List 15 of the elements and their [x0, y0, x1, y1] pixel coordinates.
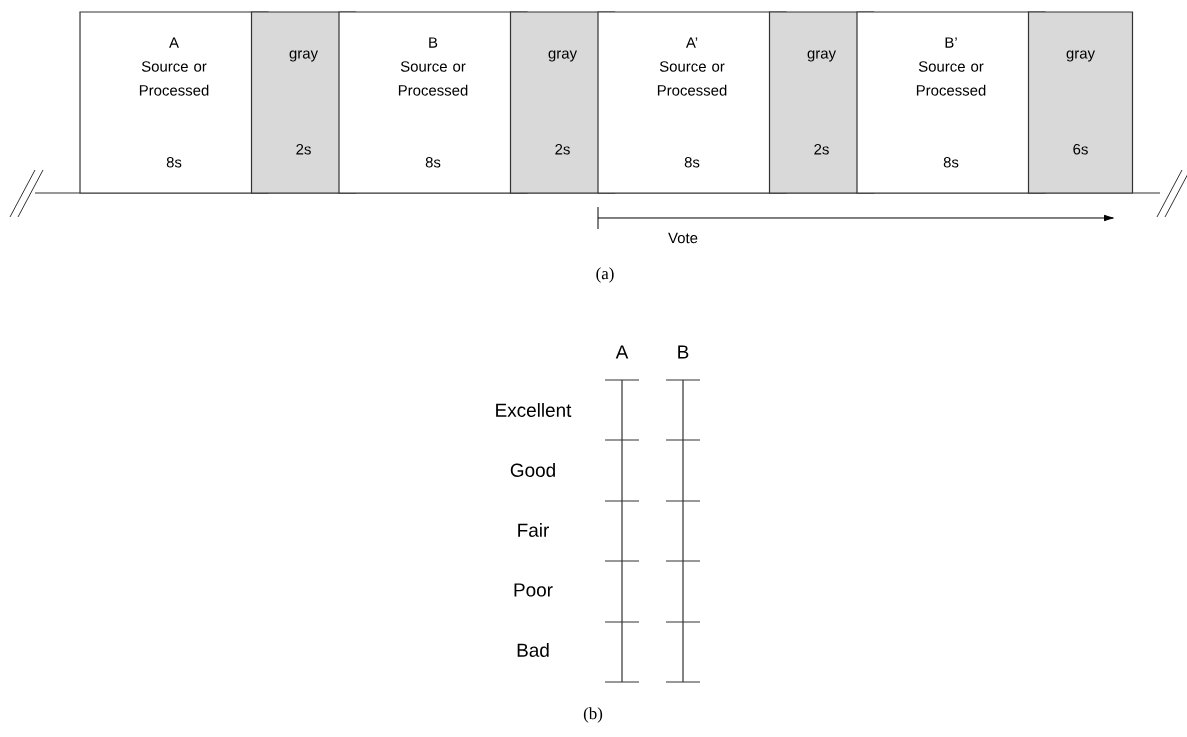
column-heading: B — [678, 345, 689, 359]
stimulus-box: A’ Source or Processed 8s — [597, 11, 787, 194]
rating-label: Good — [510, 463, 555, 477]
figure-caption: (b) — [583, 707, 603, 723]
axis-label: Vote — [668, 232, 698, 244]
rating-label: Poor — [514, 583, 553, 597]
column-heading: A — [615, 345, 629, 359]
figure-caption: (a) — [596, 267, 614, 283]
pause-box: gray 6s — [1027, 11, 1134, 194]
rating-label: Excellent — [496, 403, 572, 417]
rating-label: Fair — [518, 523, 549, 537]
stimulus-box: A Source or Processed 8s — [79, 11, 269, 194]
stimulus-box: B’ Source or Processed 8s — [856, 11, 1046, 194]
rating-label: Bad — [517, 643, 549, 657]
stimulus-box: B Source or Processed 8s — [338, 11, 528, 194]
